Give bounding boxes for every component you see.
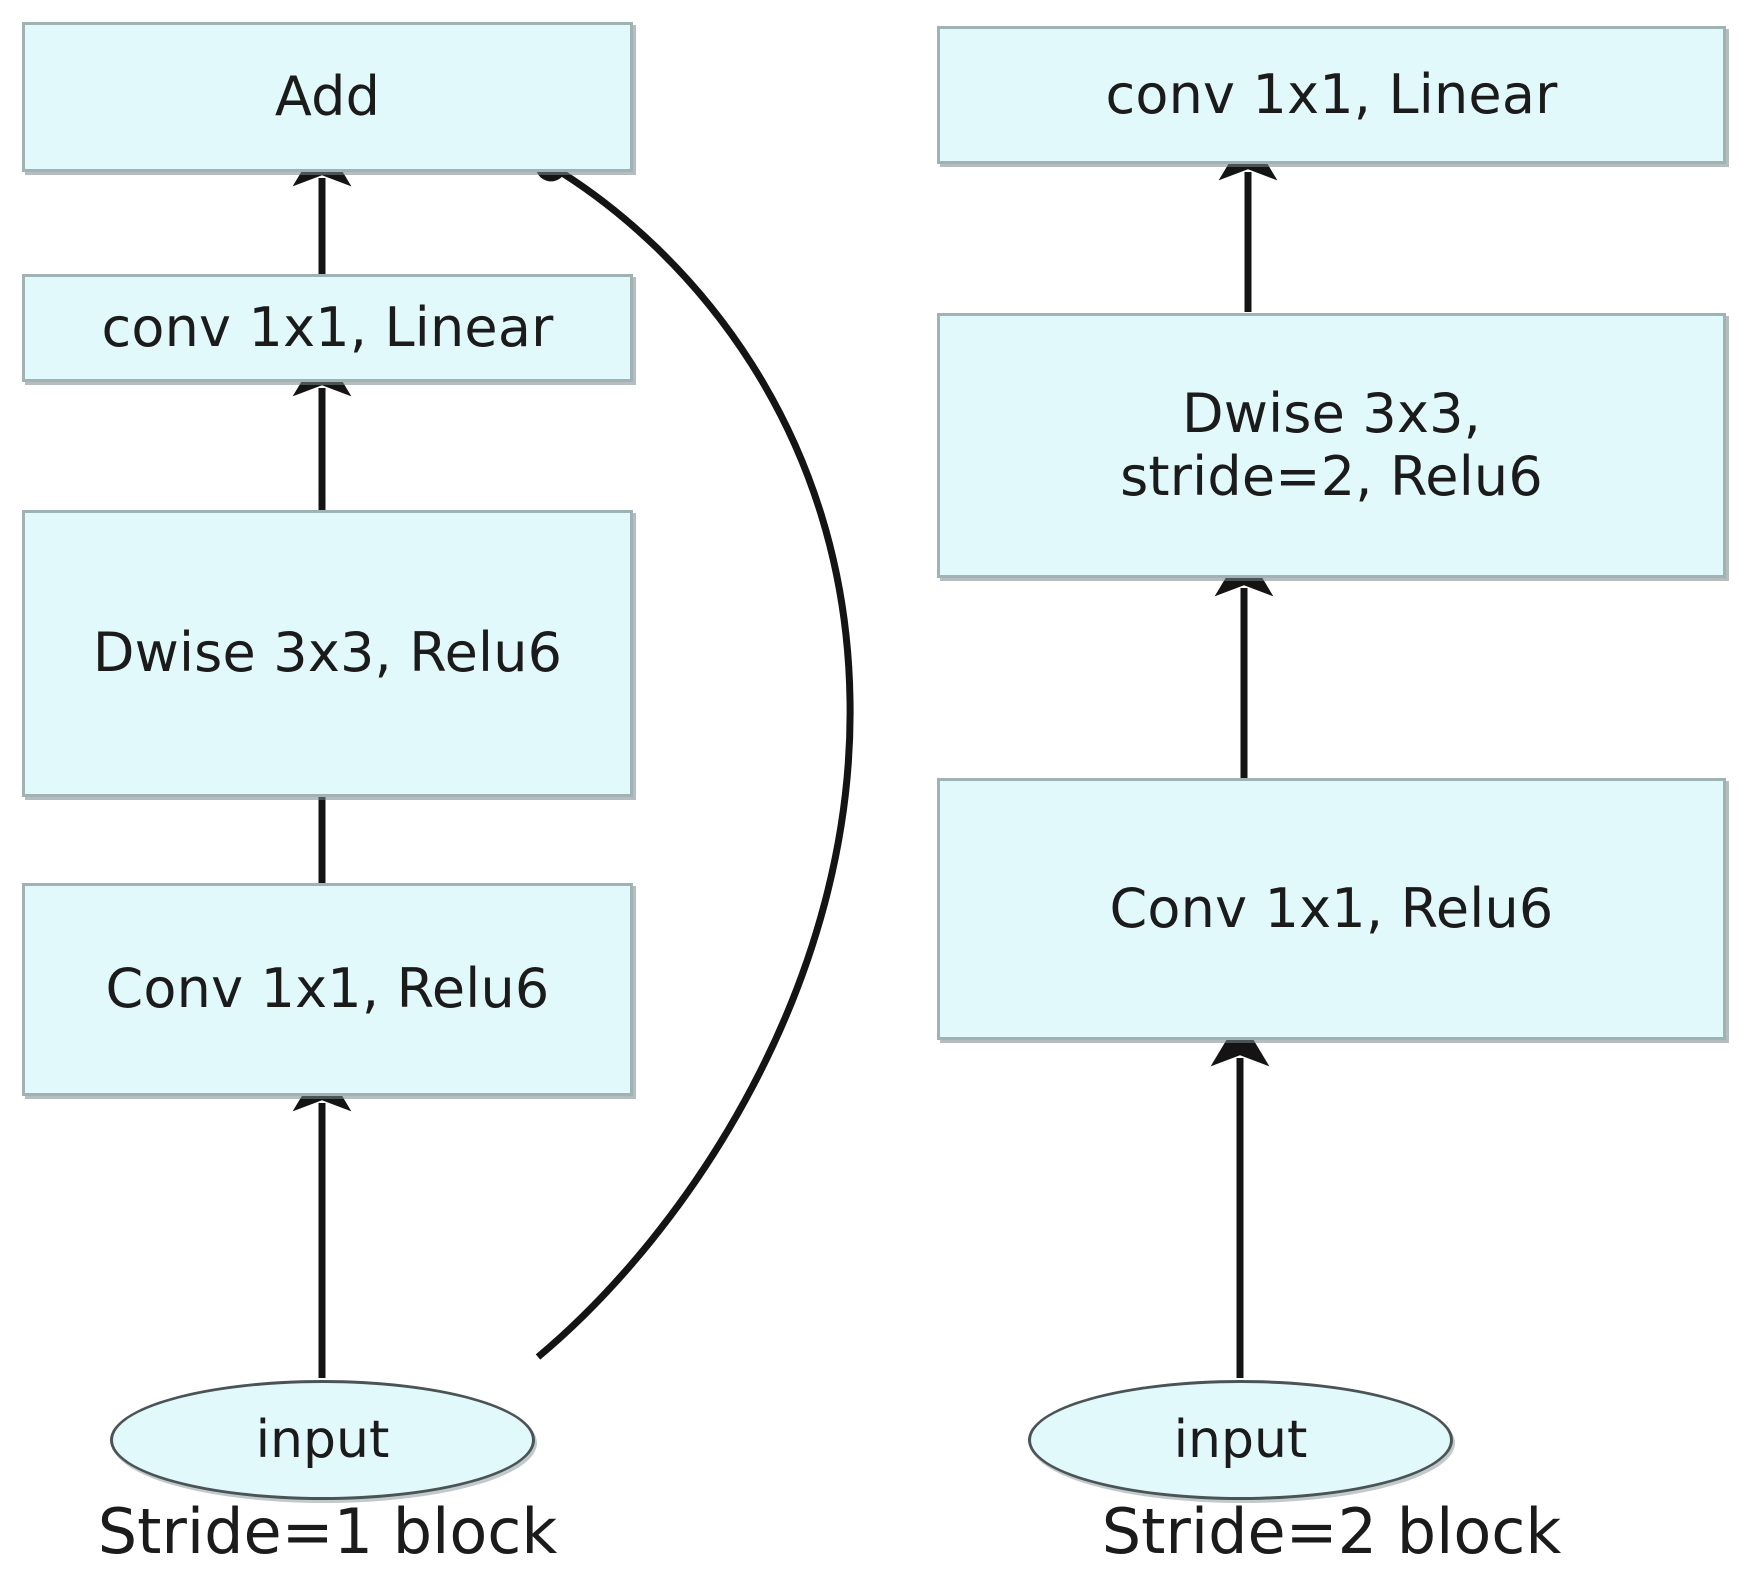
node-input-right[interactable]: input xyxy=(1028,1380,1453,1500)
caption-stride-1-block: Stride=1 block xyxy=(97,1495,558,1568)
node-input-right-label: input xyxy=(1173,1410,1308,1470)
node-conv-linear-right-label: conv 1x1, Linear xyxy=(1105,62,1558,126)
node-conv-relu6-right-label: Conv 1x1, Relu6 xyxy=(1109,876,1554,940)
node-add-left[interactable]: Add xyxy=(22,22,633,172)
node-dwise-left[interactable]: Dwise 3x3, Relu6 xyxy=(22,510,633,797)
node-conv-linear-right[interactable]: conv 1x1, Linear xyxy=(937,26,1726,164)
caption-stride-2-block: Stride=2 block xyxy=(1101,1495,1562,1568)
node-add-left-label: Add xyxy=(274,64,381,128)
node-input-left-label: input xyxy=(255,1410,390,1470)
node-conv-relu6-left-label: Conv 1x1, Relu6 xyxy=(105,957,550,1021)
node-dwise-left-label: Dwise 3x3, Relu6 xyxy=(92,621,563,685)
node-dwise-stride2-right[interactable]: Dwise 3x3, stride=2, Relu6 xyxy=(937,313,1726,578)
node-conv-linear-left-label: conv 1x1, Linear xyxy=(101,295,554,359)
node-conv-relu6-left[interactable]: Conv 1x1, Relu6 xyxy=(22,883,633,1096)
node-input-left[interactable]: input xyxy=(110,1380,535,1500)
node-dwise-stride2-right-label: Dwise 3x3, stride=2, Relu6 xyxy=(1120,381,1543,508)
node-conv-linear-left[interactable]: conv 1x1, Linear xyxy=(22,274,633,382)
node-conv-relu6-right[interactable]: Conv 1x1, Relu6 xyxy=(937,778,1726,1040)
